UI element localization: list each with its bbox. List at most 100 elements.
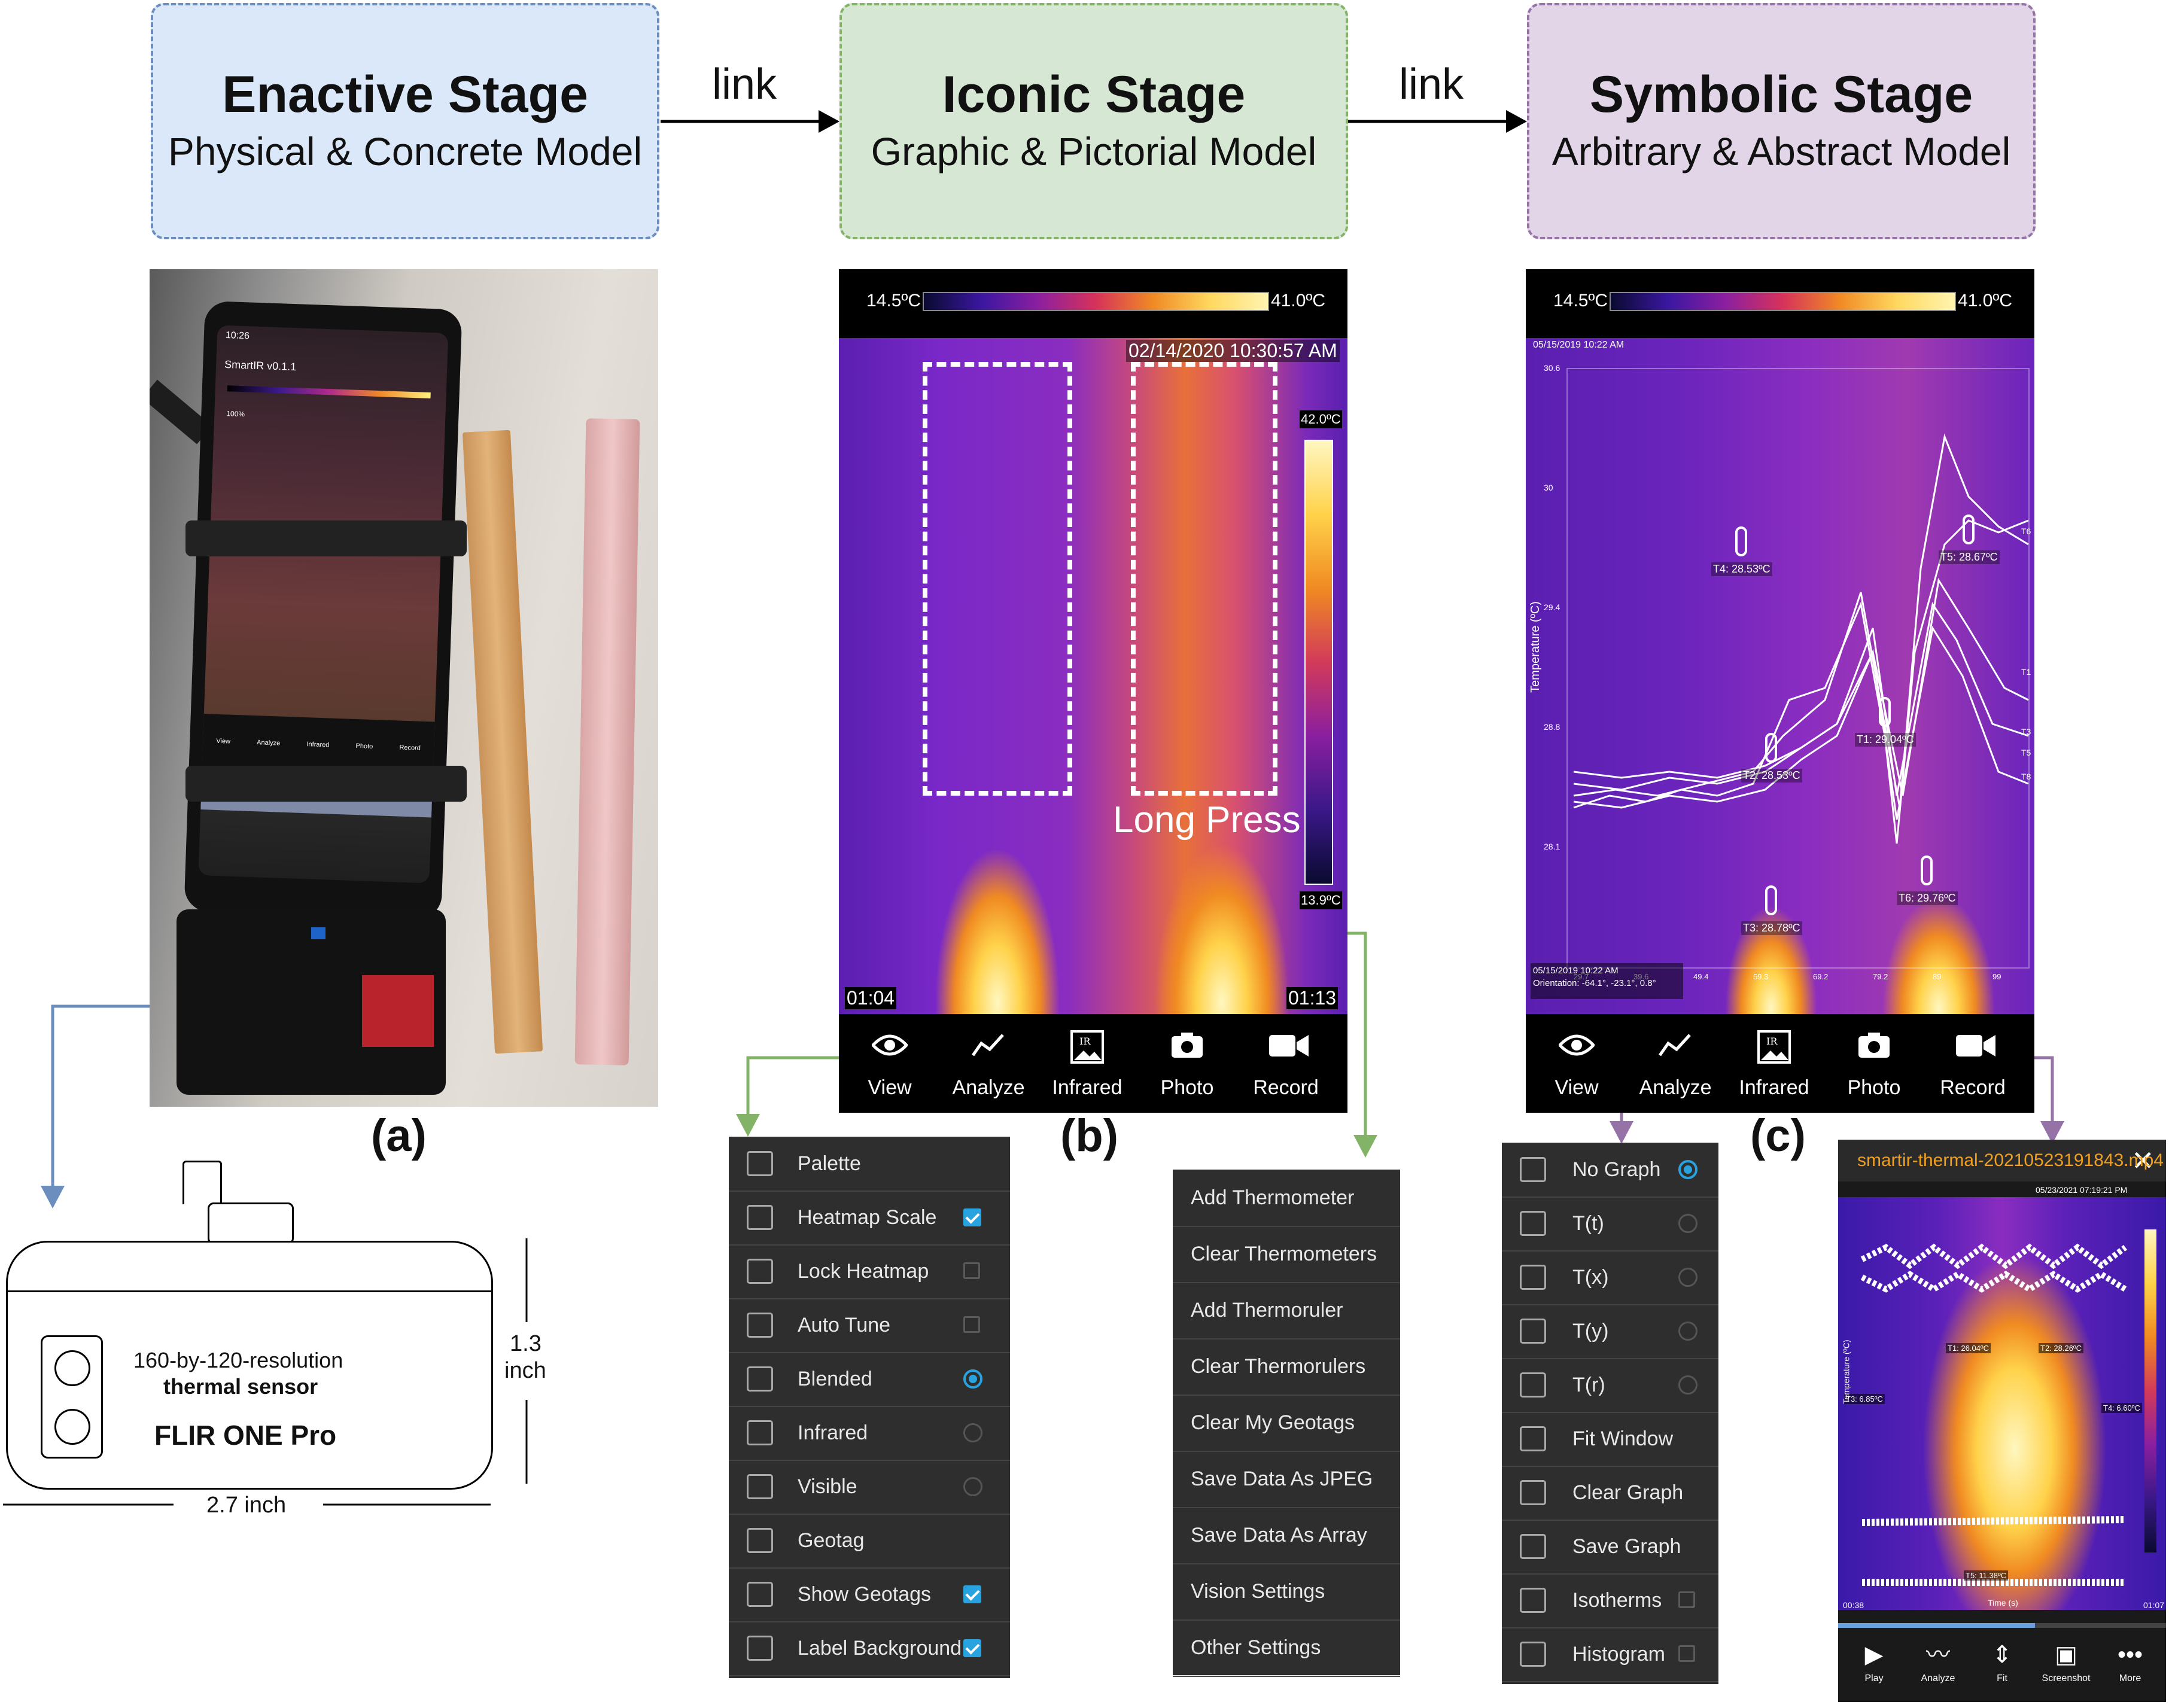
- symbolic-graph-frame: [1566, 368, 2030, 969]
- flir-lens: [362, 975, 434, 1047]
- analyze-menu-item[interactable]: Fit Window: [1502, 1412, 1718, 1467]
- radio-unselected[interactable]: [1678, 1214, 1698, 1233]
- checkbox-checked[interactable]: [963, 1208, 981, 1226]
- radio-unselected[interactable]: [1678, 1375, 1698, 1395]
- radio-selected[interactable]: [963, 1369, 982, 1389]
- analyze-menu-item-label: T(r): [1572, 1374, 1605, 1396]
- thermometer-icon: [1765, 885, 1777, 915]
- panel-label-c: (c): [1750, 1110, 1806, 1161]
- radio-unselected[interactable]: [1678, 1268, 1698, 1287]
- symbolic-analyze-button[interactable]: Analyze: [1630, 1017, 1720, 1113]
- radio-selected[interactable]: [1678, 1160, 1698, 1179]
- checkbox-checked[interactable]: [963, 1585, 981, 1603]
- iconic-record-label: Record: [1253, 1076, 1319, 1099]
- analyze-menu-item[interactable]: Save Graph: [1502, 1520, 1718, 1575]
- analyze-menu-item[interactable]: Histogram: [1502, 1627, 1718, 1682]
- radio-unselected[interactable]: [963, 1423, 982, 1442]
- view-menu-item-label: Auto Tune: [798, 1314, 891, 1336]
- video-close-icon[interactable]: ✕: [2131, 1145, 2155, 1176]
- analyze-menu-item[interactable]: T(x): [1502, 1250, 1718, 1305]
- geotag-icon: [747, 1528, 773, 1553]
- iconic-photo-button[interactable]: Photo: [1142, 1017, 1232, 1113]
- iconic-infrared-button[interactable]: IR Infrared: [1042, 1017, 1132, 1113]
- iconic-record-button[interactable]: Record: [1241, 1017, 1331, 1113]
- long-press-menu-item[interactable]: Vision Settings: [1173, 1563, 1400, 1621]
- video-control-fit-button[interactable]: ⇕Fit: [1972, 1636, 2032, 1702]
- analyze-menu-item-label: T(x): [1572, 1266, 1609, 1289]
- eye-icon: [1559, 1034, 1595, 1056]
- video-control-play-button[interactable]: ▶Play: [1844, 1636, 1904, 1702]
- checkbox-unchecked[interactable]: [1678, 1591, 1695, 1608]
- symbolic-record-button[interactable]: Record: [1928, 1017, 2018, 1113]
- symbolic-footer-box: 05/15/2019 10:22 AM Orientation: -64.1°,…: [1531, 963, 1683, 999]
- video-control-analyze-button[interactable]: 〰Analyze: [1908, 1636, 1968, 1702]
- iconic-view-label: View: [868, 1076, 912, 1099]
- sensor-connector-top: [182, 1161, 222, 1204]
- analyze-menu-item[interactable]: Clear Graph: [1502, 1466, 1718, 1521]
- iconic-analyze-button[interactable]: Analyze: [944, 1017, 1033, 1113]
- long-press-menu-item[interactable]: Clear My Geotags: [1173, 1395, 1400, 1452]
- long-press-menu-item[interactable]: Save Data As JPEG: [1173, 1451, 1400, 1508]
- view-menu-item[interactable]: Lock Heatmap: [729, 1244, 1010, 1299]
- radio-unselected[interactable]: [963, 1477, 982, 1496]
- view-menu-item[interactable]: Blended: [729, 1352, 1010, 1407]
- analyze-menu-item[interactable]: No Graph: [1502, 1143, 1718, 1198]
- view-menu-item[interactable]: Label Background: [729, 1621, 1010, 1676]
- symbolic-photo-button[interactable]: Photo: [1829, 1017, 1919, 1113]
- long-press-menu-item[interactable]: Clear Thermorulers: [1173, 1338, 1400, 1396]
- long-press-menu-item[interactable]: Clear Thermometers: [1173, 1226, 1400, 1283]
- sensor-resolution-line2: thermal sensor: [163, 1374, 318, 1399]
- analyze-menu-item-label: T(t): [1572, 1212, 1604, 1235]
- view-menu-item[interactable]: Visible: [729, 1460, 1010, 1515]
- iconic-timestamp: 02/14/2020 10:30:57 AM: [1126, 340, 1340, 362]
- view-menu-item[interactable]: Auto Tune: [729, 1298, 1010, 1353]
- analyze-menu-item[interactable]: T(y): [1502, 1304, 1718, 1359]
- view-menu-item[interactable]: Heatmap Scale: [729, 1191, 1010, 1246]
- symbolic-view-button[interactable]: View: [1532, 1017, 1622, 1113]
- video-thermometer-label: T5: 11.38ºC: [1964, 1570, 2009, 1581]
- video-control-screenshot-button[interactable]: ▣Screenshot: [2036, 1636, 2096, 1702]
- long-press-menu-item[interactable]: Add Thermoruler: [1173, 1282, 1400, 1339]
- analyze-menu-item[interactable]: T(t): [1502, 1196, 1718, 1252]
- checkbox-unchecked[interactable]: [1678, 1645, 1695, 1662]
- long-press-menu-item[interactable]: Add Thermometer: [1173, 1170, 1400, 1227]
- checkbox-outline-icon: [1520, 1157, 1546, 1182]
- checkbox-checked[interactable]: [963, 1639, 981, 1657]
- checkbox-unchecked[interactable]: [963, 1262, 980, 1279]
- video-control-more-button[interactable]: •••More: [2100, 1636, 2160, 1702]
- play-icon: ▶: [1864, 1642, 1884, 1668]
- symbolic-stage-subtitle: Arbitrary & Abstract Model: [1552, 129, 2011, 173]
- view-menu-item[interactable]: Infrared: [729, 1406, 1010, 1461]
- symbolic-x-tick: 69.2: [1813, 972, 1829, 981]
- long-press-menu-item[interactable]: Other Settings: [1173, 1619, 1400, 1677]
- video-time-right: 01:07: [2143, 1600, 2165, 1610]
- iconic-bar-min: 13.9ºC: [1300, 891, 1342, 909]
- checkbox-unchecked[interactable]: [963, 1316, 980, 1333]
- analyze-menu-item[interactable]: T(r): [1502, 1358, 1718, 1413]
- view-menu-item[interactable]: Palette: [729, 1137, 1010, 1192]
- view-menu-item[interactable]: Geotag: [729, 1514, 1010, 1569]
- symbolic-thermometer-label: T6: 29.76ºC: [1897, 891, 1958, 905]
- analyze-menu-item-label: Histogram: [1572, 1643, 1665, 1666]
- fit-icon: ⇕: [1992, 1642, 2012, 1668]
- video-thermometer-label: T4: 6.60ºC: [2101, 1403, 2142, 1413]
- enactive-photo: 10:26 SmartIR v0.1.1 100% View Analyze I…: [150, 269, 658, 1107]
- view-menu-item[interactable]: Show Geotags: [729, 1567, 1010, 1622]
- t-icon: [1520, 1211, 1546, 1236]
- long-press-menu-item[interactable]: Save Data As Array: [1173, 1507, 1400, 1564]
- sensor-resolution-line1: 160-by-120-resolution: [133, 1348, 343, 1372]
- video-colorbar: [2144, 1229, 2156, 1552]
- radio-unselected[interactable]: [1678, 1322, 1698, 1341]
- analyze-menu-item-label: Isotherms: [1572, 1589, 1662, 1612]
- link-arrow-2: [1348, 110, 1527, 133]
- line-graph-icon: [1658, 1034, 1691, 1057]
- iconic-view-button[interactable]: View: [845, 1017, 935, 1113]
- video-controls: ▶Play〰Analyze⇕Fit▣Screenshot•••More: [1838, 1636, 2166, 1702]
- analyze-menu-item[interactable]: Isotherms: [1502, 1573, 1718, 1628]
- video-progress-track[interactable]: [1838, 1623, 2166, 1628]
- view-menu-item-label: Heatmap Scale: [798, 1206, 937, 1229]
- symbolic-thermometer-label: T4: 28.53ºC: [1711, 562, 1772, 576]
- symbolic-series-end-label: T1: [2021, 667, 2031, 677]
- symbolic-infrared-button[interactable]: IR Infrared: [1729, 1017, 1819, 1113]
